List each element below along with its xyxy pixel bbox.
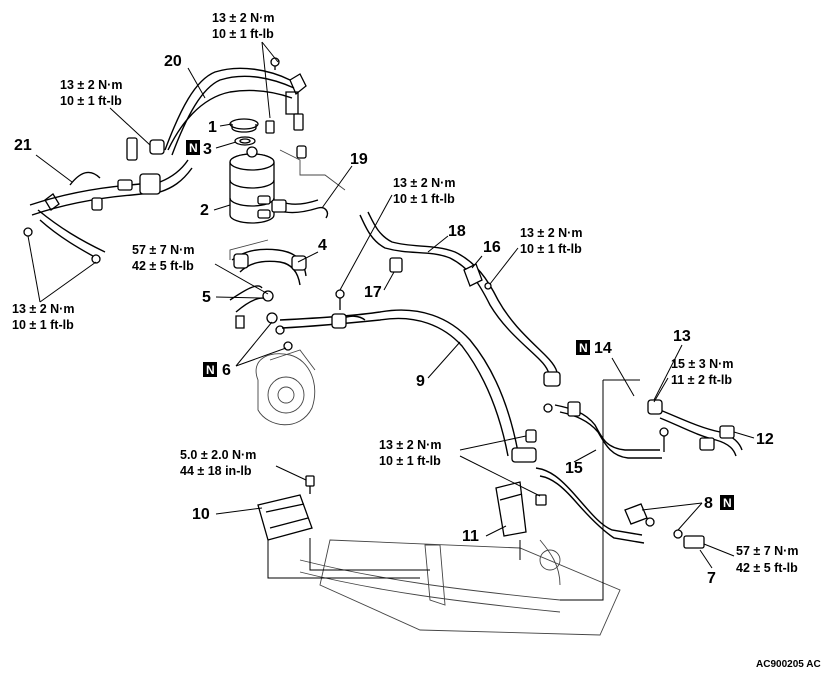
torque-nm: 13 ± 2 N·m bbox=[379, 438, 441, 452]
torque-nm: 5.0 ± 2.0 N·m bbox=[180, 448, 256, 462]
reference-lines bbox=[267, 379, 640, 601]
pump-suction-hose bbox=[229, 248, 307, 329]
part-number-5: 5 bbox=[202, 289, 211, 306]
torque-nm: 13 ± 2 N·m bbox=[520, 226, 582, 240]
torque-nm: 13 ± 2 N·m bbox=[212, 11, 274, 25]
torque-label-part10: 5.0 ± 2.0 N·m 44 ± 18 in-lb bbox=[180, 448, 307, 481]
part-number-6: 6 bbox=[222, 362, 231, 379]
part-number-16: 16 bbox=[483, 239, 501, 256]
torque-ftlb: 10 ± 1 ft-lb bbox=[520, 242, 582, 256]
n-mark-6: N bbox=[203, 362, 217, 377]
torque-label-left-lower: 13 ± 2 N·m 10 ± 1 ft-lb bbox=[12, 235, 97, 332]
return-pipe-assembly bbox=[23, 159, 193, 264]
oil-reservoir bbox=[229, 118, 275, 224]
torque-nm: 57 ± 7 N·m bbox=[736, 544, 798, 558]
part-number-3: 3 bbox=[203, 141, 212, 158]
part-number-11: 11 bbox=[462, 528, 479, 545]
torque-label-part16: 13 ± 2 N·m 10 ± 1 ft-lb bbox=[489, 226, 582, 285]
torque-nm: 13 ± 2 N·m bbox=[12, 302, 74, 316]
torque-label-left-upper: 13 ± 2 N·m 10 ± 1 ft-lb bbox=[60, 78, 151, 146]
part-number-10: 10 bbox=[192, 506, 210, 523]
hose-bracket bbox=[257, 475, 547, 541]
pressure-pipe bbox=[126, 57, 307, 161]
torque-label-lower-center: 13 ± 2 N·m 10 ± 1 ft-lb bbox=[379, 435, 541, 497]
svg-text:N: N bbox=[206, 363, 215, 377]
reservoir-bracket bbox=[229, 113, 346, 260]
power-steering-pump bbox=[255, 349, 316, 426]
part-number-21: 21 bbox=[14, 137, 32, 154]
n-mark-8: N bbox=[720, 495, 734, 510]
part-number-19: 19 bbox=[350, 151, 368, 168]
torque-label-top: 13 ± 2 N·m 10 ± 1 ft-lb bbox=[212, 11, 279, 119]
suction-hose bbox=[271, 199, 329, 219]
torque-label-part13: 15 ± 3 N·m 11 ± 2 ft-lb bbox=[653, 357, 733, 403]
torque-ftlb: 10 ± 1 ft-lb bbox=[379, 454, 441, 468]
svg-text:N: N bbox=[189, 141, 198, 155]
part-number-20: 20 bbox=[164, 53, 182, 70]
part-number-18: 18 bbox=[448, 223, 466, 240]
torque-ftlb: 42 ± 5 ft-lb bbox=[132, 259, 194, 273]
torque-label-part4: 57 ± 7 N·m 42 ± 5 ft-lb bbox=[132, 243, 269, 295]
torque-ftlb: 42 ± 5 ft-lb bbox=[736, 561, 798, 575]
pressure-hose bbox=[279, 289, 537, 463]
part-number-8: 8 bbox=[704, 495, 713, 512]
torque-nm: 57 ± 7 N·m bbox=[132, 243, 194, 257]
part-number-14: 14 bbox=[594, 340, 612, 357]
torque-label-center: 13 ± 2 N·m 10 ± 1 ft-lb bbox=[339, 176, 455, 291]
torque-ftlb: 10 ± 1 ft-lb bbox=[60, 94, 122, 108]
torque-ftlb: 10 ± 1 ft-lb bbox=[212, 27, 274, 41]
torque-ftlb: 10 ± 1 ft-lb bbox=[12, 318, 74, 332]
n-mark-14: N bbox=[576, 340, 590, 355]
torque-ftlb: 44 ± 18 in-lb bbox=[180, 464, 252, 478]
torque-label-part7: 57 ± 7 N·m 42 ± 5 ft-lb bbox=[703, 543, 798, 575]
part-number-4: 4 bbox=[318, 237, 327, 254]
torque-nm: 15 ± 3 N·m bbox=[671, 357, 733, 371]
union-bolt bbox=[624, 503, 705, 549]
figure-code: AC900205 AC bbox=[756, 659, 821, 670]
part-number-2: 2 bbox=[200, 202, 209, 219]
part-number-17: 17 bbox=[364, 284, 382, 301]
torque-nm: 13 ± 2 N·m bbox=[393, 176, 455, 190]
torque-ftlb: 11 ± 2 ft-lb bbox=[671, 373, 732, 387]
part-number-1: 1 bbox=[208, 119, 217, 136]
n-mark-3: N bbox=[186, 140, 200, 155]
eye-bolt-and-gaskets bbox=[262, 290, 293, 351]
torque-ftlb: 10 ± 1 ft-lb bbox=[393, 192, 455, 206]
svg-text:N: N bbox=[579, 341, 588, 355]
part-number-9: 9 bbox=[416, 373, 425, 390]
part-number-12: 12 bbox=[756, 431, 774, 448]
svg-text:N: N bbox=[723, 496, 732, 510]
return-tube bbox=[535, 401, 669, 544]
part-number-13: 13 bbox=[673, 328, 691, 345]
part-number-15: 15 bbox=[565, 460, 583, 477]
steering-gear-box bbox=[299, 539, 621, 636]
hose-clamp bbox=[463, 263, 492, 290]
part-number-labels: 20 21 1 3 2 19 18 16 4 17 5 6 9 14 13 12 bbox=[14, 53, 774, 587]
part-number-7: 7 bbox=[707, 570, 716, 587]
torque-nm: 13 ± 2 N·m bbox=[60, 78, 122, 92]
